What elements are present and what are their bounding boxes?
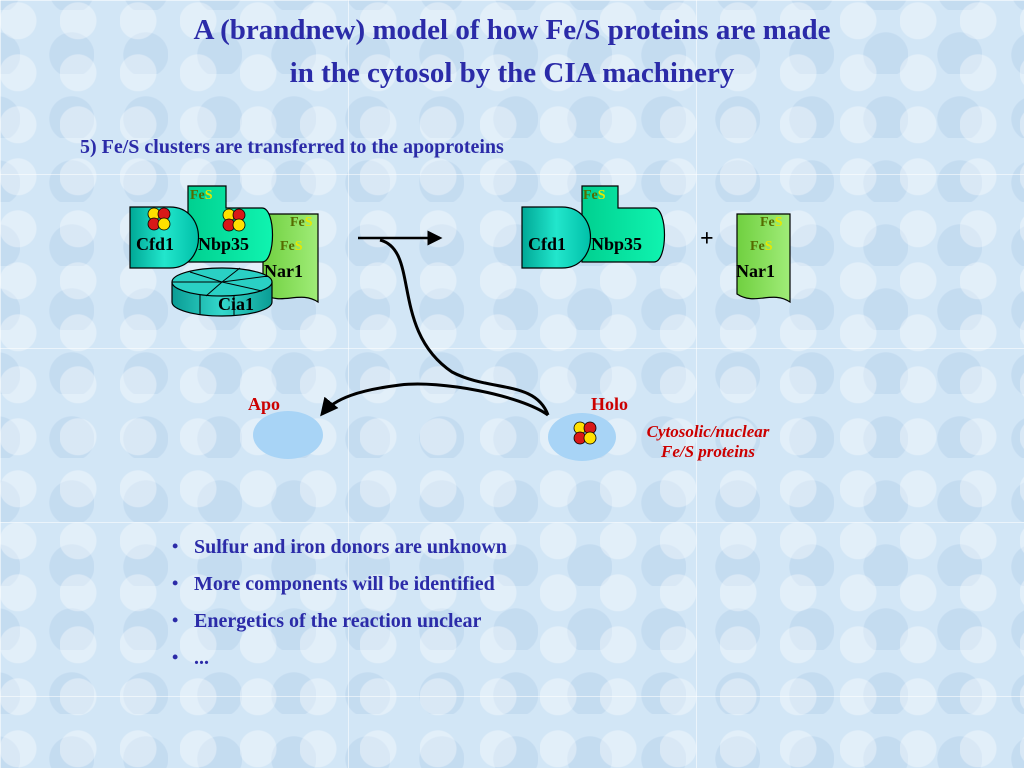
cfd1-label-left: Cfd1 (136, 234, 174, 254)
plus-sign: + (700, 226, 714, 252)
apo-protein (253, 411, 323, 459)
nbp35-label-right: Nbp35 (591, 234, 642, 254)
fes-cluster-cfd1 (147, 207, 171, 231)
fe-label: Fe (760, 215, 775, 230)
fe-label: Fe (750, 239, 765, 254)
svg-text:FeS: FeS (760, 215, 783, 230)
svg-text:FeS: FeS (750, 239, 773, 254)
bullet-item: Sulfur and iron donors are unknown (170, 536, 507, 573)
svg-text:FeS: FeS (583, 188, 606, 203)
nar1-label-right: Nar1 (736, 261, 775, 281)
cia1-label: Cia1 (218, 294, 254, 314)
fes-cluster-nbp35 (222, 208, 246, 232)
s-label: S (598, 188, 606, 203)
s-label: S (305, 215, 313, 230)
fe-label: Fe (290, 215, 305, 230)
svg-text:FeS: FeS (190, 188, 213, 203)
summary-bullets: Sulfur and iron donors are unknown More … (170, 536, 507, 684)
svg-text:FeS: FeS (290, 215, 313, 230)
s-label: S (765, 239, 773, 254)
cia1-propeller (171, 267, 273, 317)
nar1-label-left: Nar1 (264, 261, 303, 281)
apo-to-holo-arrow (320, 382, 549, 417)
bullet-item: ... (170, 647, 507, 684)
nbp35-protein-right (581, 185, 666, 263)
fes-cluster-holo (573, 421, 597, 445)
cfd1-protein-left (129, 206, 200, 269)
cfd1-label-right: Cfd1 (528, 234, 566, 254)
cluster-transfer-curve (379, 238, 550, 416)
fe-label: Fe (190, 188, 205, 203)
nar1-protein-right (736, 213, 791, 304)
s-label: S (775, 215, 783, 230)
slide-title-line1: A (brandnew) model of how Fe/S proteins … (193, 14, 831, 46)
apo-label: Apo (248, 394, 280, 414)
step-heading: 5) Fe/S clusters are transferred to the … (80, 136, 504, 158)
holo-label: Holo (591, 394, 628, 414)
bullet-item: More components will be identified (170, 573, 507, 610)
proteins-label-line2: Fe/S proteins (660, 442, 755, 461)
slide-title-line2: in the cytosol by the CIA machinery (289, 57, 735, 89)
fe-label: Fe (280, 239, 295, 254)
s-label: S (295, 239, 303, 254)
bullet-item: Energetics of the reaction unclear (170, 610, 507, 647)
svg-text:FeS: FeS (280, 239, 303, 254)
nbp35-label-left: Nbp35 (198, 234, 249, 254)
fe-label: Fe (583, 188, 598, 203)
s-label: S (205, 188, 213, 203)
cfd1-protein-right (521, 206, 592, 269)
proteins-label-line1: Cytosolic/nuclear (647, 422, 770, 441)
